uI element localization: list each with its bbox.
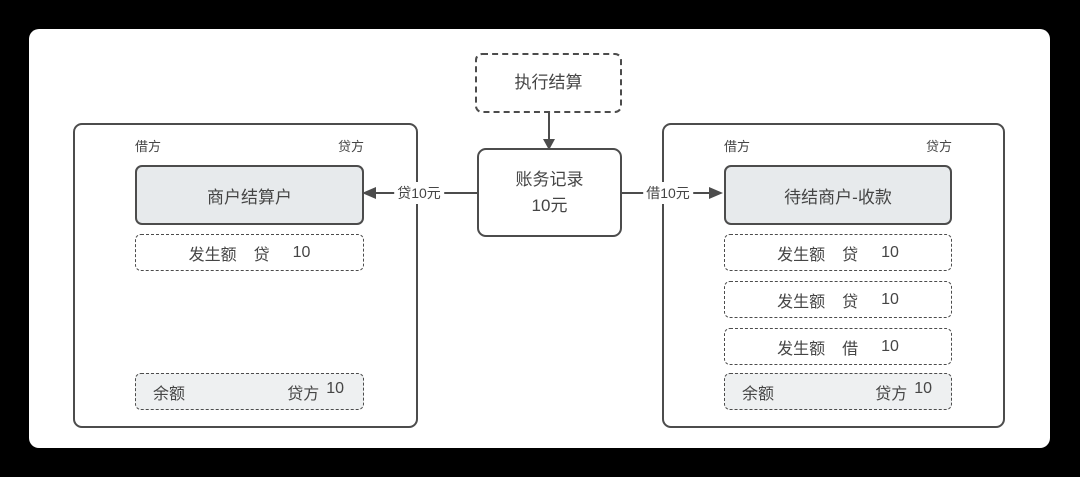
right-debit-header: 借方: [724, 139, 751, 154]
balance-amount: 10: [914, 379, 932, 397]
balance-label: 余额: [153, 385, 186, 403]
entry-label: 发生额: [188, 246, 237, 264]
settlement-to-record-connector: [548, 113, 550, 140]
entry-side: 贷: [842, 293, 859, 311]
arrow-down-icon: [543, 139, 555, 150]
entry-amount: 10: [292, 243, 311, 261]
balance-value: 贷方 10: [875, 380, 932, 404]
balance-side: 贷方: [875, 385, 908, 403]
left-account-title: 商户结算户: [207, 187, 292, 207]
right-balance-row: 余额 贷方 10: [724, 373, 952, 410]
balance-label: 余额: [742, 385, 775, 403]
right-account-title-box: 待结商户-收款: [724, 165, 952, 225]
left-entry-row: 发生额 贷 10: [135, 234, 364, 271]
right-credit-header: 贷方: [925, 139, 952, 154]
entry-label: 发生额: [777, 246, 826, 264]
entry-amount: 10: [881, 290, 899, 308]
left-credit-header: 贷方: [337, 139, 364, 154]
ledger-record-node: 账务记录 10元: [477, 148, 622, 237]
entry-side: 贷: [253, 246, 270, 264]
left-account-panel: 借方 贷方 商户结算户 发生额 贷 10 余额 贷方 10: [73, 123, 418, 428]
right-entry-row: 发生额 借 10: [724, 328, 952, 365]
arrow-left-icon: [362, 187, 376, 199]
right-account-side-labels: 借方 贷方: [724, 136, 952, 155]
debit-edge-label: 借10元: [643, 182, 693, 204]
left-balance-row: 余额 贷方 10: [135, 373, 364, 410]
right-entry-row: 发生额 贷 10: [724, 234, 952, 271]
right-account-panel: 借方 贷方 待结商户-收款 发生额 贷 10 发生额 贷 10 发生额 借 10…: [662, 123, 1005, 428]
balance-amount: 10: [326, 379, 344, 397]
balance-side: 贷方: [287, 385, 320, 403]
ledger-record-amount: 10元: [531, 195, 568, 215]
balance-value: 贷方 10: [287, 380, 344, 404]
entry-amount: 10: [881, 243, 899, 261]
entry-amount: 10: [881, 337, 899, 355]
entry-label: 发生额: [777, 293, 826, 311]
settlement-action-node: 执行结算: [475, 53, 622, 113]
ledger-record-title: 账务记录: [515, 169, 584, 189]
right-entry-row: 发生额 贷 10: [724, 281, 952, 318]
entry-label: 发生额: [777, 340, 826, 358]
settlement-action-label: 执行结算: [514, 73, 583, 92]
entry-side: 借: [842, 340, 859, 358]
arrow-right-icon: [709, 187, 723, 199]
left-account-side-labels: 借方 贷方: [135, 136, 364, 155]
left-debit-header: 借方: [135, 139, 162, 154]
left-account-title-box: 商户结算户: [135, 165, 364, 225]
credit-edge-label: 贷10元: [394, 182, 444, 204]
right-account-title: 待结商户-收款: [784, 187, 892, 207]
entry-side: 贷: [842, 246, 859, 264]
